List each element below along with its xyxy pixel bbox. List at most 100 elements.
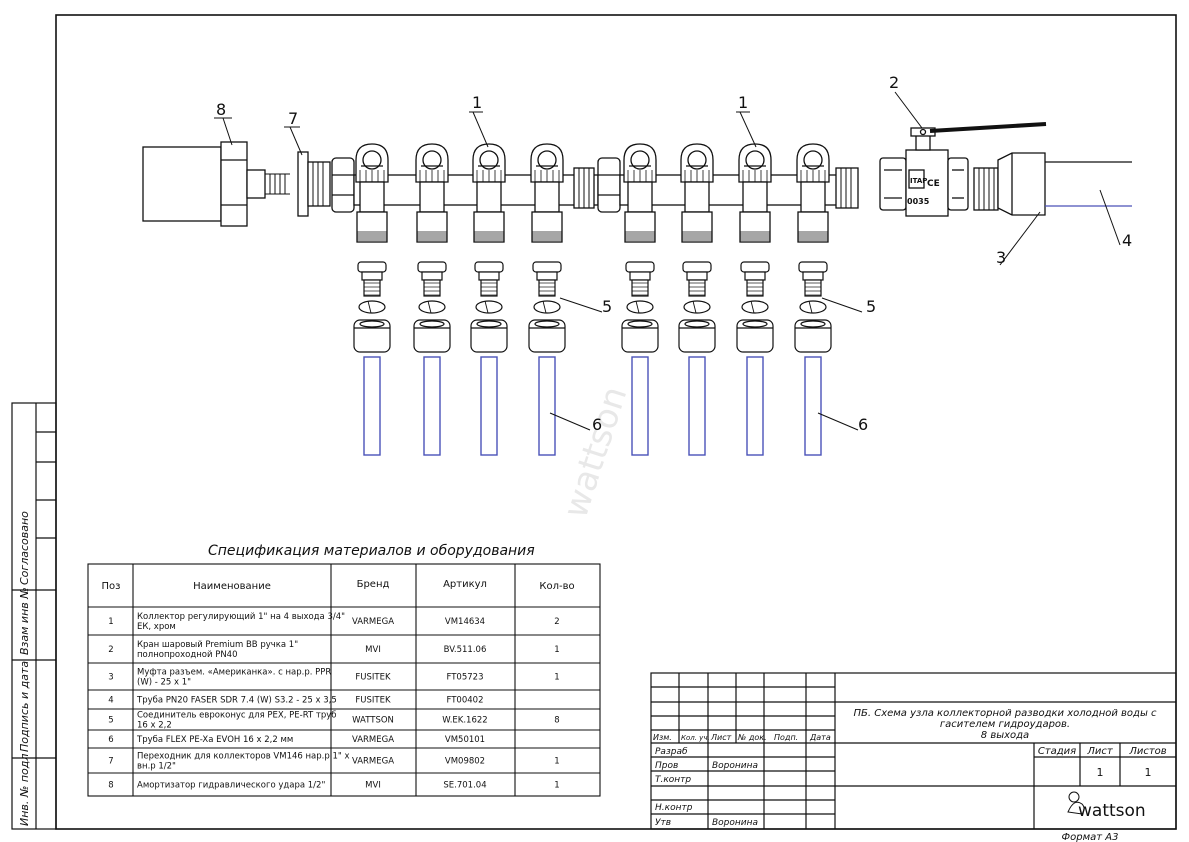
union-and-pipe [973,152,1132,216]
spec-cell-brand: WATTSON [352,716,394,726]
spec-cell-qty: 2 [554,617,559,627]
hammer-arrestor [142,141,290,227]
stamp-listov-value: 1 [1145,766,1152,779]
spec-header-article: Артикул [443,579,487,590]
spec-cell-name-cont: (W) - 25 x 1" [137,678,191,688]
spec-cell-name: Труба FLEX PE-Xa EVOH 16 х 2,2 мм [136,735,293,745]
stamp-nkontr: Н.контр [655,803,693,813]
callout-4: 4 [1122,231,1132,250]
stamp-utv-name: Воронина [712,818,758,828]
spec-cell-article: BV.511.06 [444,645,487,655]
spec-cell-pos: 1 [108,617,113,627]
outlet-valve [680,143,714,243]
spec-cell-name-cont: ЕК, хром [137,622,176,632]
spec-cell-article: FT00402 [447,696,484,706]
euroconus-fittings [353,261,832,456]
valve-brand-mark: ITAP [910,177,927,185]
stamp-col-data: Дата [809,733,831,742]
spec-cell-name: Соединитель евроконус для PEX, PE-RT тру… [137,711,337,721]
callout-2: 2 [889,73,899,92]
callout-8: 8 [216,100,226,119]
adapter [297,151,331,217]
outlet-valve [355,143,389,243]
callout-7: 7 [288,109,298,128]
spec-cell-name: Труба PN20 FASER SDR 7.4 (W) S3.2 - 25 х… [136,696,337,706]
stamp-col-list: Лист [710,733,732,742]
stamp-title-line3: 8 выхода [981,730,1029,741]
outlet-valve [415,143,449,243]
outlet-valve [796,143,830,243]
callout-5a: 5 [602,297,612,316]
spec-header-brand: Бренд [357,579,390,590]
spec-cell-article: W.EK.1622 [442,716,487,726]
fitting-set [353,261,391,456]
outlet-valve [738,143,772,243]
spec-cell-qty: 1 [554,673,559,683]
callout-5b: 5 [866,297,876,316]
fitting-set [736,261,774,456]
spec-cell-name-cont: полнопроходной PN40 [137,650,238,660]
spec-row: 7 Переходник для коллекторов VM146 нар.р … [108,752,559,772]
side-agreed-label: Согласовано [18,511,31,585]
spec-cell-article: VM50101 [445,735,485,745]
fitting-set [470,261,508,456]
spec-cell-name: Кран шаровый Premium ВВ ручка 1" [137,640,298,650]
spec-table-grid [87,563,601,797]
spec-cell-brand: MVI [365,781,381,791]
stamp-col-kol: Кол. уч. [681,734,710,742]
spec-cell-name-cont: вн.р 1/2" [137,762,176,772]
spec-cell-pos: 4 [108,696,113,706]
outlet-valve [472,143,506,243]
spec-cell-article: SE.701.04 [443,781,486,791]
manifold-assembly [142,141,859,227]
spec-cell-qty: 1 [554,757,559,767]
spec-cell-article: VM14634 [445,617,485,627]
spec-row: 4 Труба PN20 FASER SDR 7.4 (W) S3.2 - 25 … [108,696,483,706]
spec-cell-brand: VARMEGA [352,617,394,627]
spec-cell-pos: 2 [108,645,113,655]
stamp-col-podp: Подп. [774,733,798,742]
stamp-list-label: Лист [1086,746,1114,757]
spec-cell-article: VM09802 [445,757,485,767]
outlet-valve [623,143,657,243]
callout-1b: 1 [738,93,748,112]
spec-cell-pos: 7 [108,757,113,767]
side-inv-vzam-label: Взам инв № [18,587,31,655]
stamp-title-line1: ПБ. Схема узла коллекторной разводки хол… [853,708,1157,719]
callout-leaders [214,91,1121,431]
spec-cell-name: Переходник для коллекторов VM146 нар.р 1… [137,752,350,762]
spec-row: 2 Кран шаровый Premium ВВ ручка 1"полнопр… [108,640,559,660]
watermark-text: wattson [556,382,636,523]
outlet-valves [355,143,830,243]
spec-cell-pos: 6 [108,735,113,745]
stamp-prov: Пров [655,761,678,771]
spec-cell-pos: 8 [108,781,113,791]
side-inv-orig-label: Инв. № подл [18,754,31,826]
valve-ce-mark: CE [927,179,940,189]
callout-6b: 6 [858,415,868,434]
callout-1a: 1 [472,93,482,112]
spec-header-qty: Кол-во [539,581,574,592]
spec-cell-qty: 1 [554,781,559,791]
stamp-stadiya: Стадия [1038,746,1076,757]
stamp-prov-name: Воронина [712,761,758,771]
stamp-col-doc: № док. [737,733,767,742]
outlet-valve [530,143,564,243]
spec-cell-name: Муфта разъем. «Американка». с нар.р. PPR [137,668,331,678]
spec-header-pos: Поз [102,581,121,592]
side-sign-date-label: Подпись и дата [18,661,31,752]
stamp-title-line2: гасителем гидроударов. [940,719,1070,730]
stamp-razrab: Разраб [655,747,688,757]
spec-cell-brand: MVI [365,645,381,655]
side-stamp [11,402,57,830]
fitting-set [678,261,716,456]
valve-code-mark: 0035 [907,197,930,206]
spec-cell-article: FT05723 [447,673,484,683]
title-block-grid [650,672,1177,830]
